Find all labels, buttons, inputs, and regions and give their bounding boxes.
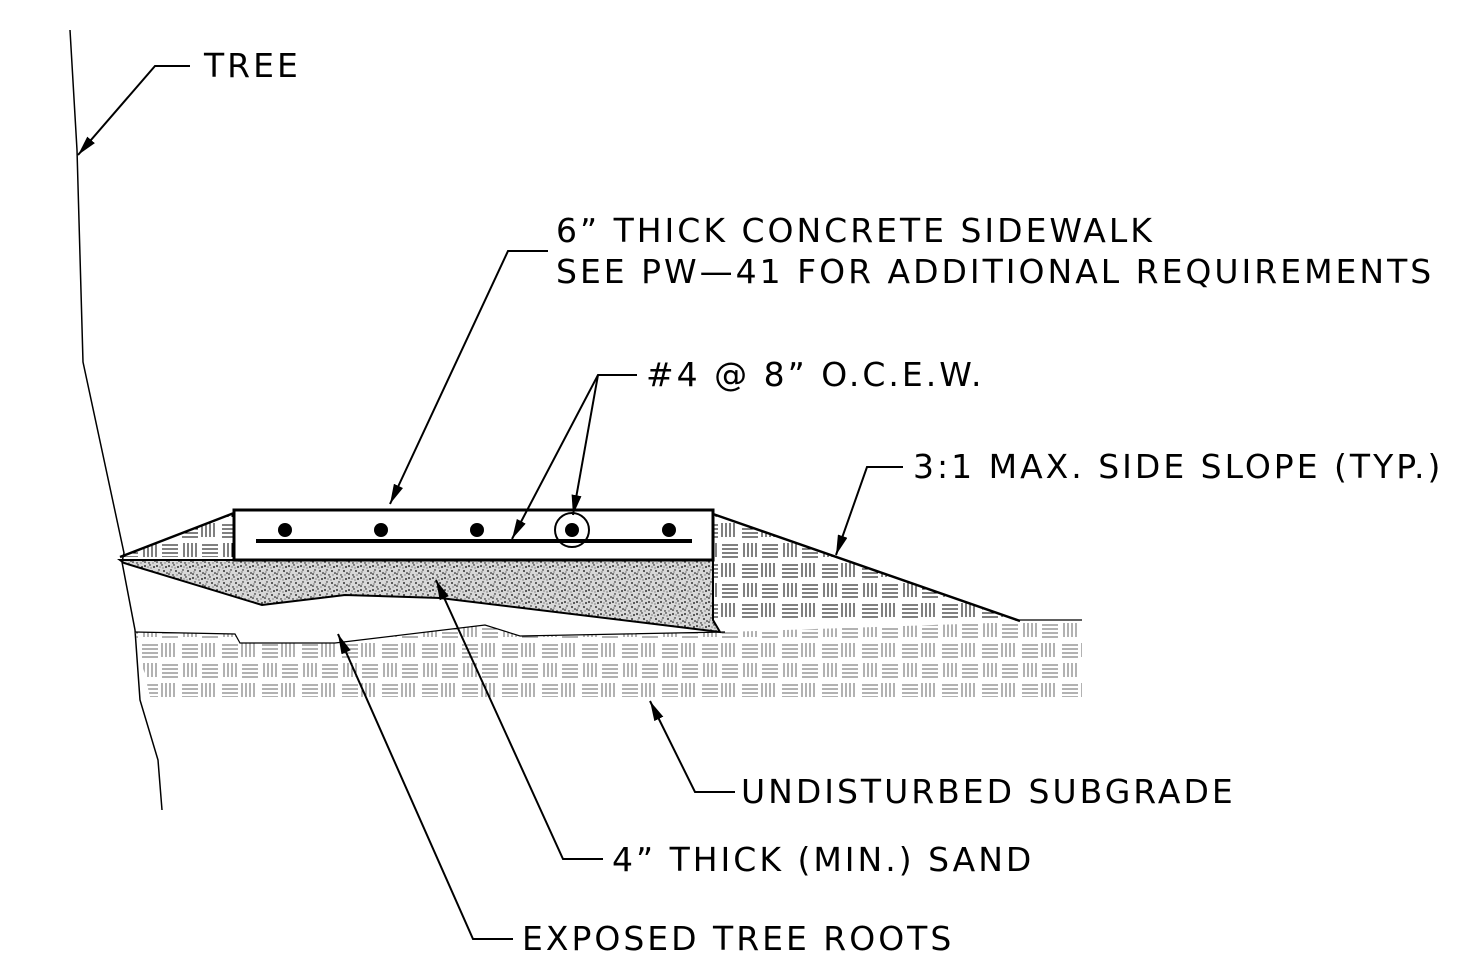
rebar-label: #4 @ 8” O.C.E.W. xyxy=(646,355,985,394)
tree-label: TREE xyxy=(204,46,301,85)
side-slope-label: 3:1 MAX. SIDE SLOPE (TYP.) xyxy=(913,447,1444,486)
leader-roots xyxy=(337,633,513,940)
sidewalk-label-line2: SEE PW—41 FOR ADDITIONAL REQUIREMENTS xyxy=(556,252,1435,291)
subgrade-hatch xyxy=(135,620,1082,697)
rebar-dot xyxy=(470,523,484,537)
rebar-dot xyxy=(565,523,579,537)
sand-layer xyxy=(117,559,722,634)
leader-sand xyxy=(435,579,603,860)
leader-sidewalk xyxy=(389,250,548,505)
sidewalk-label-line1: 6” THICK CONCRETE SIDEWALK xyxy=(556,211,1155,250)
rebar-dot xyxy=(374,523,388,537)
rebar-dot xyxy=(278,523,292,537)
sand-label: 4” THICK (MIN.) SAND xyxy=(612,840,1035,879)
subgrade-top-line xyxy=(134,624,726,644)
leader-rebar-b xyxy=(571,374,599,516)
leader-tree xyxy=(77,65,190,156)
leader-subgrade xyxy=(649,700,735,793)
subgrade-label: UNDISTURBED SUBGRADE xyxy=(741,772,1236,811)
leader-slope xyxy=(835,466,903,556)
rebar-dot xyxy=(662,523,676,537)
roots-label: EXPOSED TREE ROOTS xyxy=(522,919,955,958)
